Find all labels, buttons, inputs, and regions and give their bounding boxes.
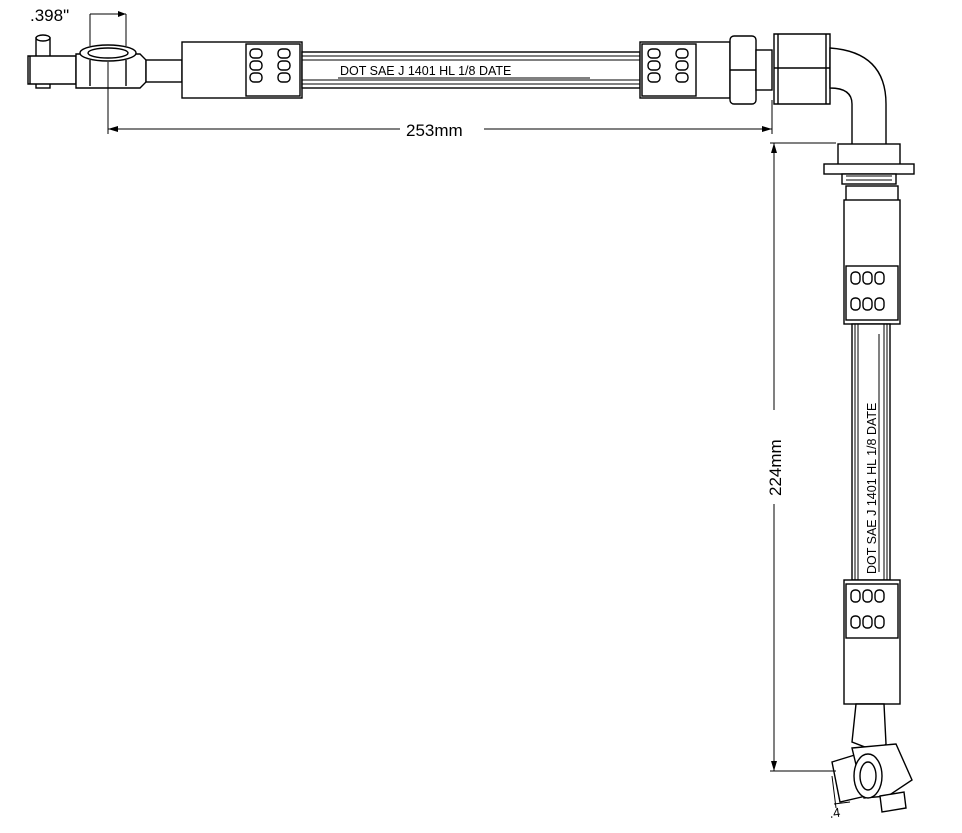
top-hose-marking: DOT SAE J 1401 HL 1/8 DATE [340, 64, 511, 78]
top-hose-assembly: DOT SAE J 1401 HL 1/8 DATE [181, 35, 773, 105]
left-banjo-fitting [27, 34, 183, 89]
bottom-banjo-fitting [831, 743, 913, 813]
horizontal-length-label: 253mm [406, 121, 463, 140]
vertical-lower-crimp [845, 583, 899, 639]
elbow-fitting [773, 33, 915, 203]
dimension-horizontal-length: 253mm [107, 62, 773, 140]
bottom-partial-label: .4 [828, 805, 841, 821]
vertical-upper-crimp [845, 265, 899, 321]
dimension-bottom-partial: .4 [828, 775, 851, 821]
top-left-crimp [245, 43, 301, 97]
top-right-crimp [641, 43, 697, 97]
dimension-vertical-length: 224mm [766, 142, 836, 772]
vertical-length-label: 224mm [766, 439, 785, 496]
vertical-hose-assembly: DOT SAE J 1401 HL 1/8 DATE [843, 199, 901, 753]
vertical-hose-marking: DOT SAE J 1401 HL 1/8 DATE [865, 403, 879, 574]
dimension-fitting-width: .398" [30, 6, 127, 46]
fitting-width-label: .398" [30, 6, 69, 25]
